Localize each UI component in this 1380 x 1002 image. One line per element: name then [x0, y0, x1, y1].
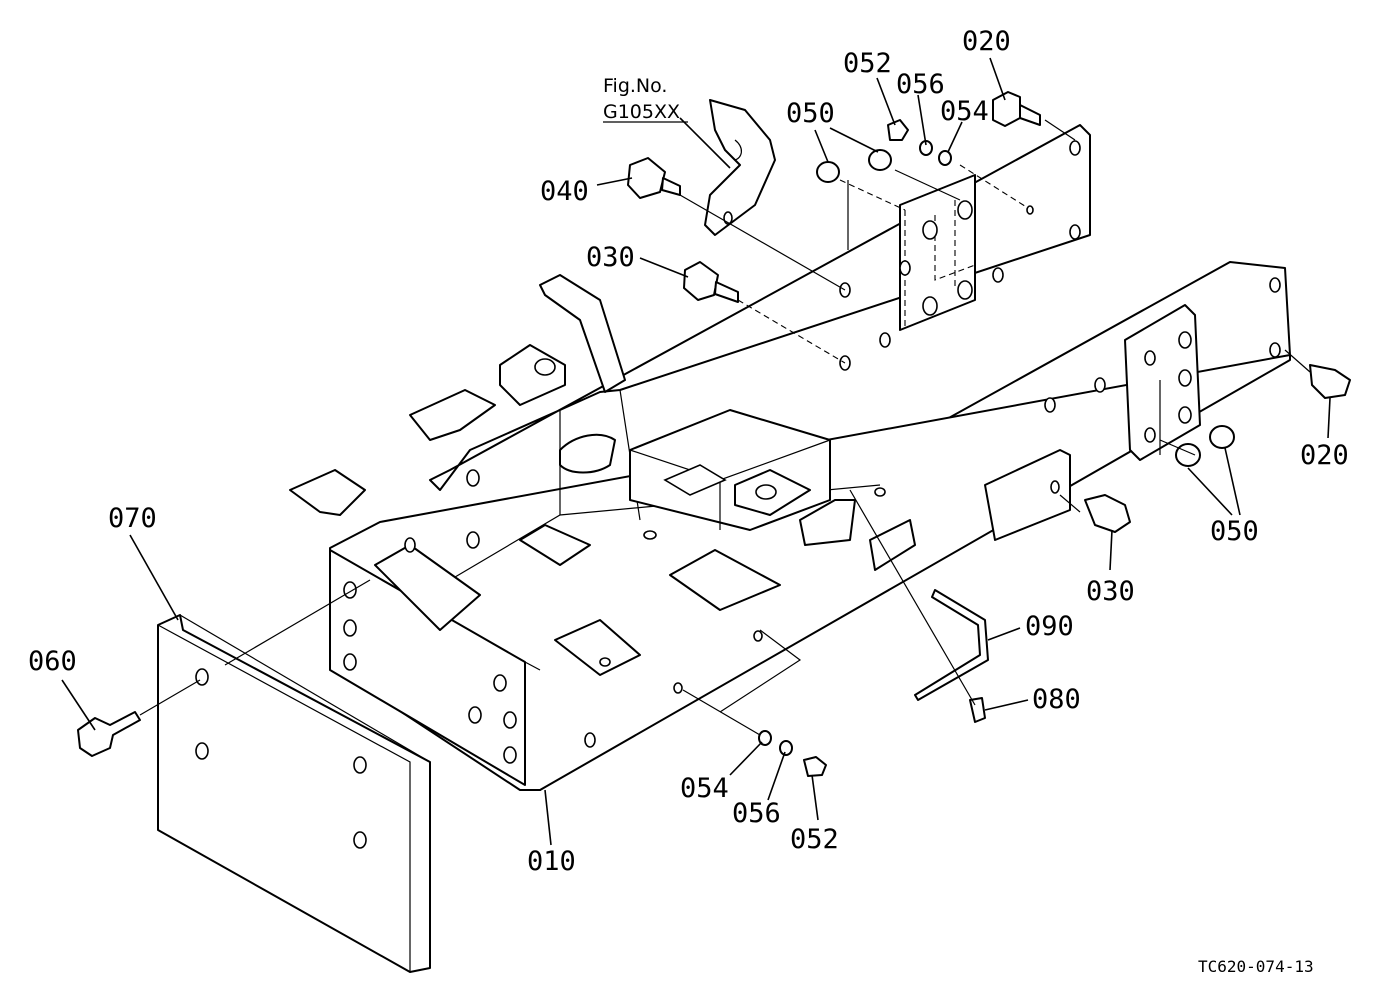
callout-030-lower: 030	[1086, 576, 1135, 607]
callout-060: 060	[28, 646, 77, 677]
fasteners	[77, 91, 1351, 777]
callout-090: 090	[1025, 611, 1074, 642]
referenced-bracket	[704, 99, 776, 236]
leader-lines	[61, 57, 1331, 846]
callout-080: 080	[1032, 684, 1081, 715]
callout-070: 070	[108, 503, 157, 534]
callout-020-right: 020	[1300, 440, 1349, 471]
callout-010: 010	[527, 846, 576, 877]
callout-056-top: 056	[896, 69, 945, 100]
callout-030-upper: 030	[586, 242, 635, 273]
figure-ref-label: Fig.No.	[603, 75, 667, 97]
callout-040: 040	[540, 176, 589, 207]
callout-050-top: 050	[786, 98, 835, 129]
callout-050-right: 050	[1210, 516, 1259, 547]
callout-052-bottom: 052	[790, 824, 839, 855]
callout-056-bottom: 056	[732, 798, 781, 829]
callout-020-top: 020	[962, 26, 1011, 57]
callout-052-top: 052	[843, 48, 892, 79]
guide-lines	[139, 119, 1311, 736]
callout-054-top: 054	[940, 96, 989, 127]
figure-ref-number: G105XX	[603, 101, 680, 123]
frame-holes	[343, 140, 1281, 764]
callout-054-bottom: 054	[680, 773, 729, 804]
front-weight-plate	[157, 614, 431, 973]
main-frame	[289, 124, 1291, 791]
drawing-code: TC620-074-13	[1198, 957, 1314, 976]
rod-and-bolt	[914, 589, 989, 723]
